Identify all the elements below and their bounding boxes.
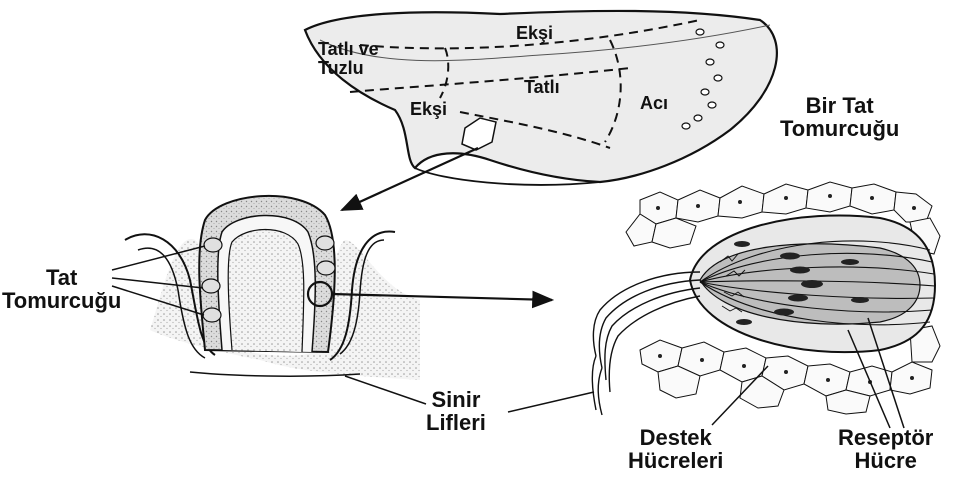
label-tat-tomurcugu-line2: Tomurcuğu	[2, 289, 121, 312]
label-reseptor-hucre-line1: Reseptör	[838, 426, 933, 449]
label-tat-tomurcugu: Tat Tomurcuğu	[2, 266, 121, 312]
region-tatli-ve-tuzlu: Tatlı ve Tuzlu	[318, 40, 379, 78]
region-eksi-side: Ekşi	[410, 100, 447, 119]
label-reseptor-hucre-line2: Hücre	[838, 449, 933, 472]
label-tat-tomurcugu-line1: Tat	[2, 266, 121, 289]
region-eksi-top: Ekşi	[516, 24, 553, 43]
label-sinir-lifleri-line2: Lifleri	[426, 411, 486, 434]
region-tatli: Tatlı	[524, 78, 560, 97]
region-aci: Acı	[640, 94, 668, 113]
label-sinir-lifleri: Sinir Lifleri	[426, 388, 486, 434]
label-sinir-lifleri-line1: Sinir	[426, 388, 486, 411]
label-bir-tat-tomurcugu-line2: Tomurcuğu	[780, 117, 899, 140]
papilla-section	[125, 196, 420, 380]
region-tatli-ve-tuzlu-line1: Tatlı ve	[318, 40, 379, 59]
label-destek-hucreleri-line2: Hücreleri	[628, 449, 723, 472]
label-bir-tat-tomurcugu-line1: Bir Tat	[780, 94, 899, 117]
label-reseptor-hucre: Reseptör Hücre	[838, 426, 933, 472]
label-destek-hucreleri-line1: Destek	[628, 426, 723, 449]
label-destek-hucreleri: Destek Hücreleri	[628, 426, 723, 472]
label-bir-tat-tomurcugu: Bir Tat Tomurcuğu	[780, 94, 899, 140]
region-tatli-ve-tuzlu-line2: Tuzlu	[318, 59, 379, 78]
